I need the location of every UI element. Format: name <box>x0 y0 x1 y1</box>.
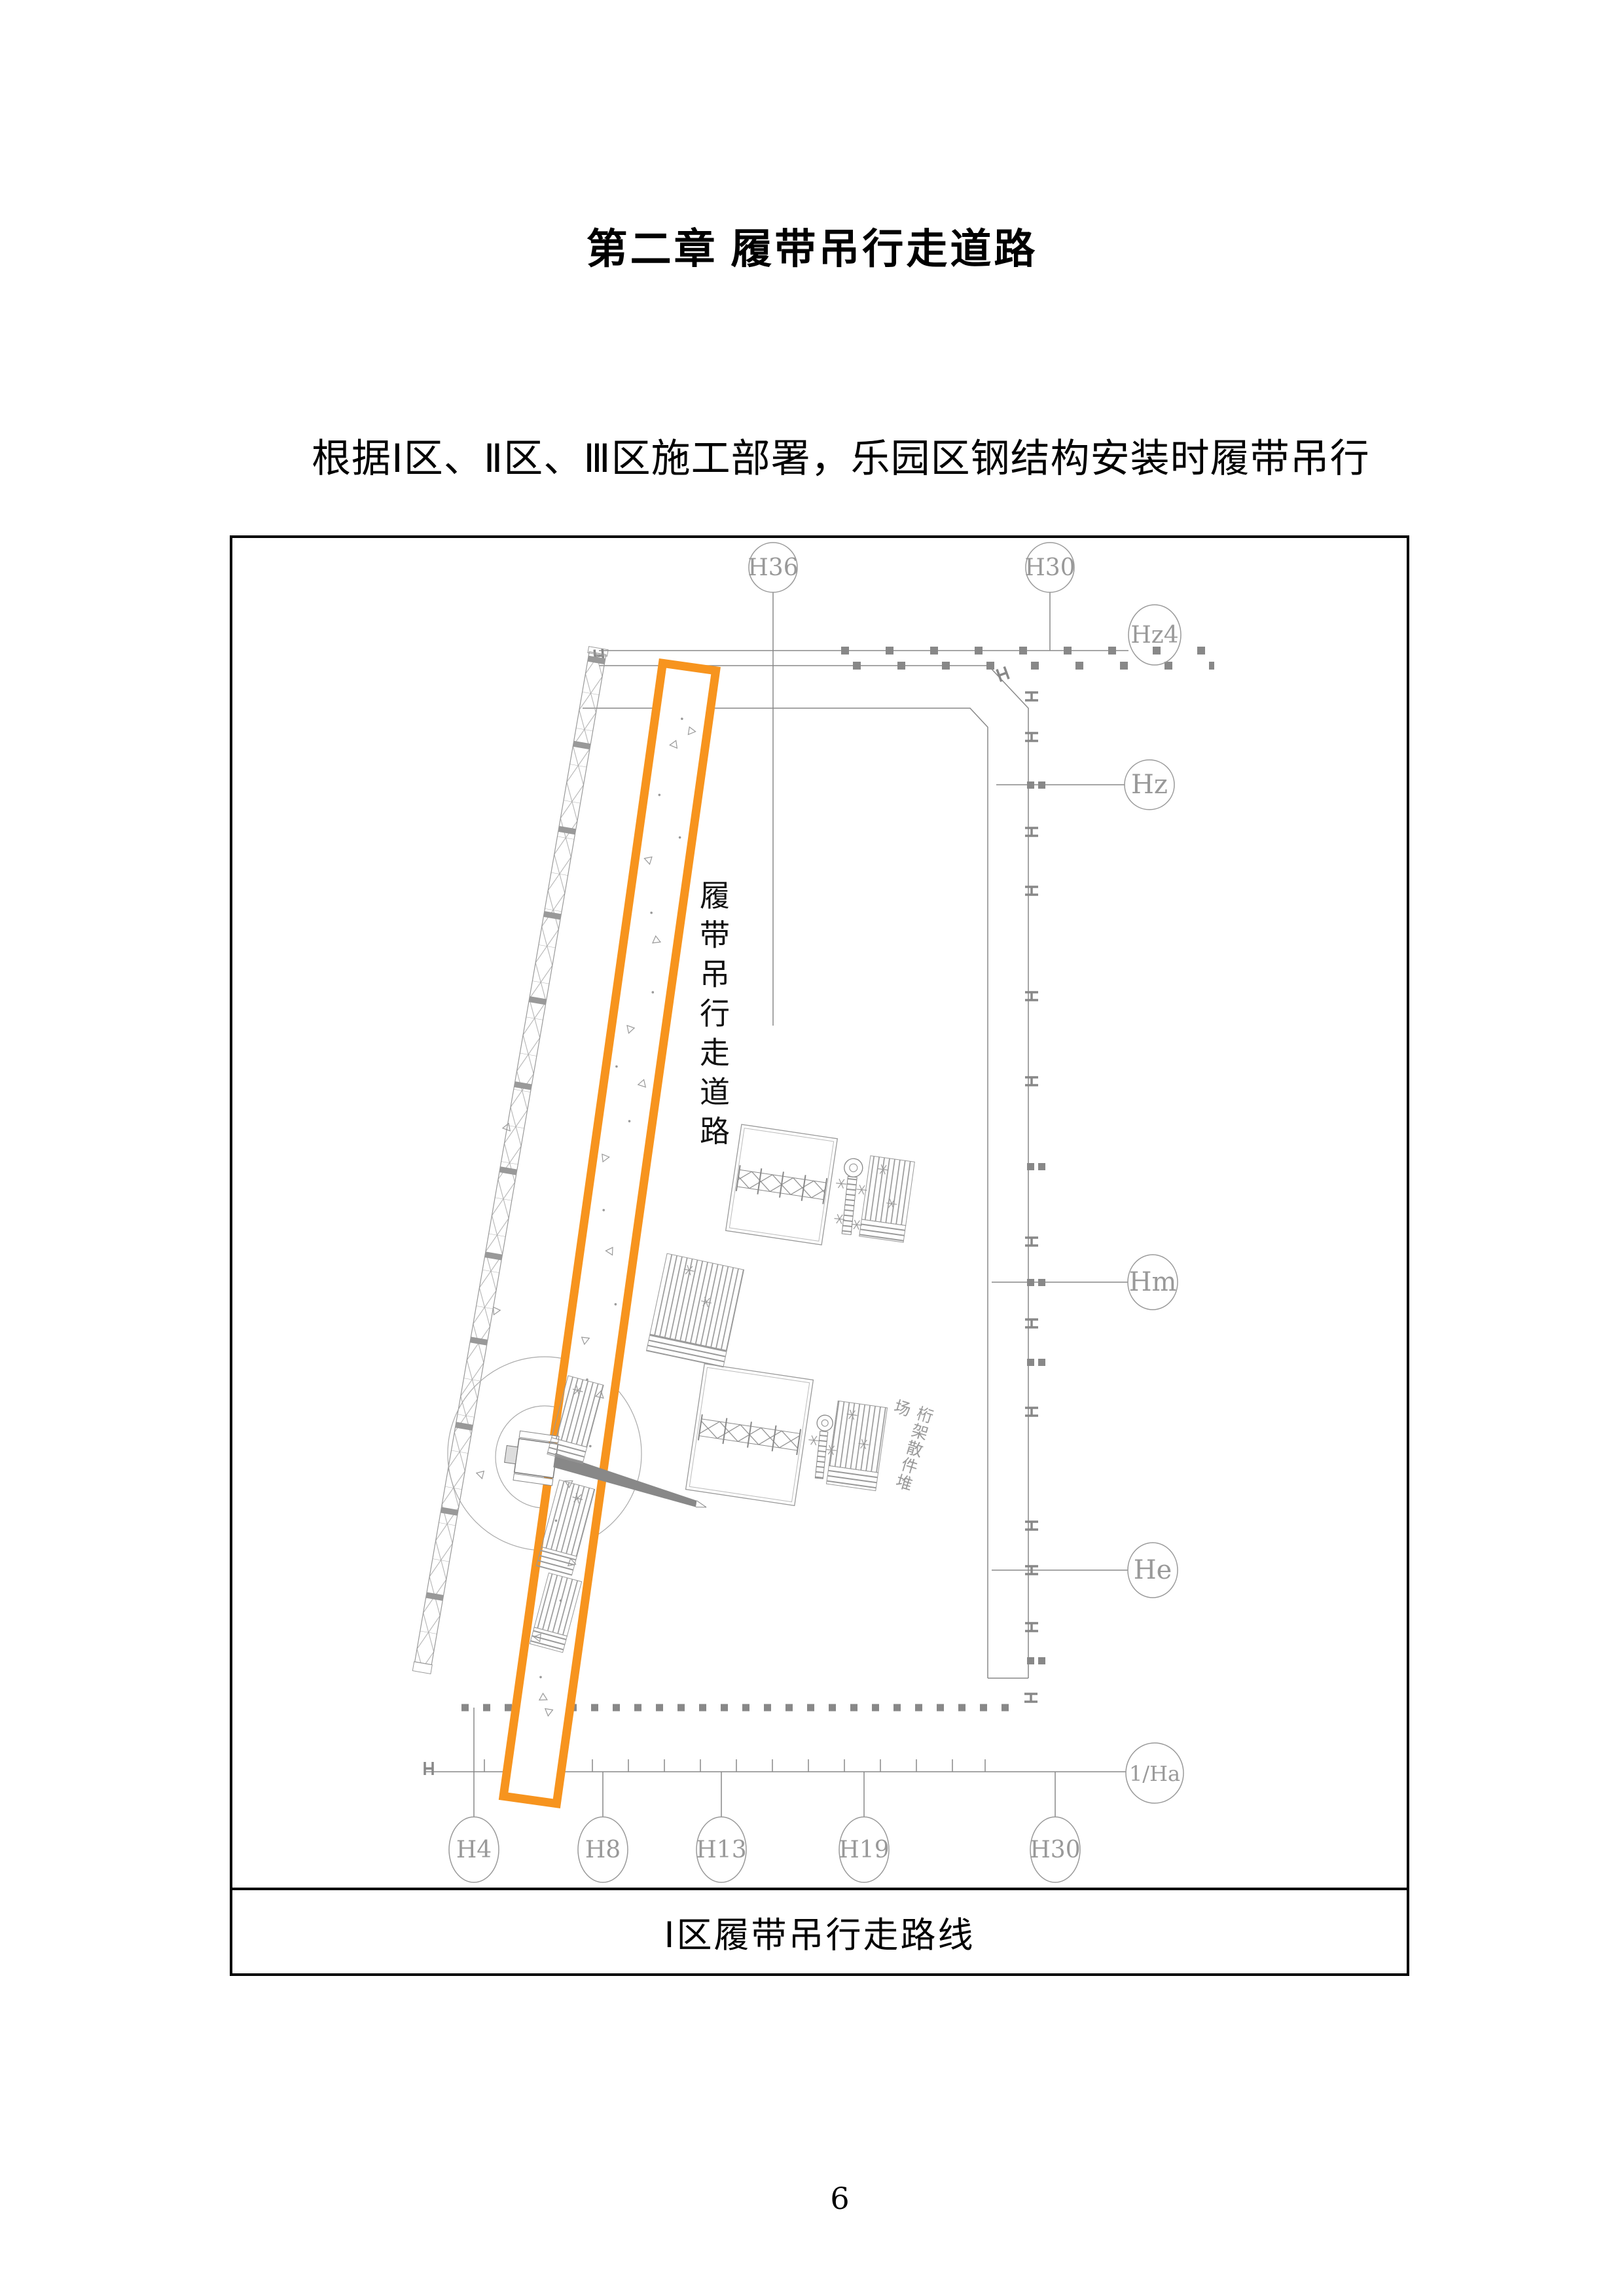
building-box-upper <box>725 1124 839 1246</box>
grid-label-hz: Hz <box>1131 770 1168 800</box>
building-box-lower <box>685 1363 814 1507</box>
grid-label-h4: H4 <box>456 1837 492 1863</box>
crawler-crane-body <box>504 1430 707 1508</box>
grid-label-h8: H8 <box>585 1837 621 1863</box>
grid-label-1ha: 1/Ha <box>1129 1761 1180 1786</box>
grid-label-hm: Hm <box>1129 1267 1177 1297</box>
assembly-crane-upper <box>833 1158 868 1235</box>
site-plan-drawing: H36 H30 Hz4 Hz Hm He 1/Ha H4 H8 H13 H19 … <box>412 542 1214 1883</box>
grid-label-h13: H13 <box>696 1837 746 1863</box>
page-number: 6 <box>830 2181 850 2216</box>
grid-label-h30-top: H30 <box>1024 554 1075 581</box>
grid-label-hz4: Hz4 <box>1130 622 1178 649</box>
grid-label-h30-bottom: H30 <box>1030 1837 1080 1863</box>
figure-caption: Ⅰ区履带吊行走路线 <box>232 1888 1407 1973</box>
lattice-truss <box>412 646 609 1674</box>
crane-route-label: 履带吊行走道路 <box>696 880 729 1155</box>
grid-label-h19: H19 <box>839 1837 889 1863</box>
grid-label-h36: H36 <box>748 554 798 581</box>
grid-bubble-labels: H36 H30 Hz4 Hz Hm He 1/Ha H4 H8 H13 H19 … <box>456 554 1180 1863</box>
truss-stacks <box>529 1155 915 1653</box>
grid-bubbles <box>448 542 1184 1883</box>
grid-label-he: He <box>1134 1555 1172 1585</box>
figure-frame: H36 H30 Hz4 Hz Hm He 1/Ha H4 H8 H13 H19 … <box>230 535 1409 1976</box>
grid-lines <box>425 592 1128 1817</box>
paragraph-line-1: 根据Ⅰ区、Ⅱ区、Ⅲ区施工部署，乐园区钢结构安装时履带吊行 <box>312 437 1370 480</box>
assembly-crane-lower <box>808 1414 838 1479</box>
chapter-title: 第二章 履带吊行走道路 <box>586 226 1038 272</box>
